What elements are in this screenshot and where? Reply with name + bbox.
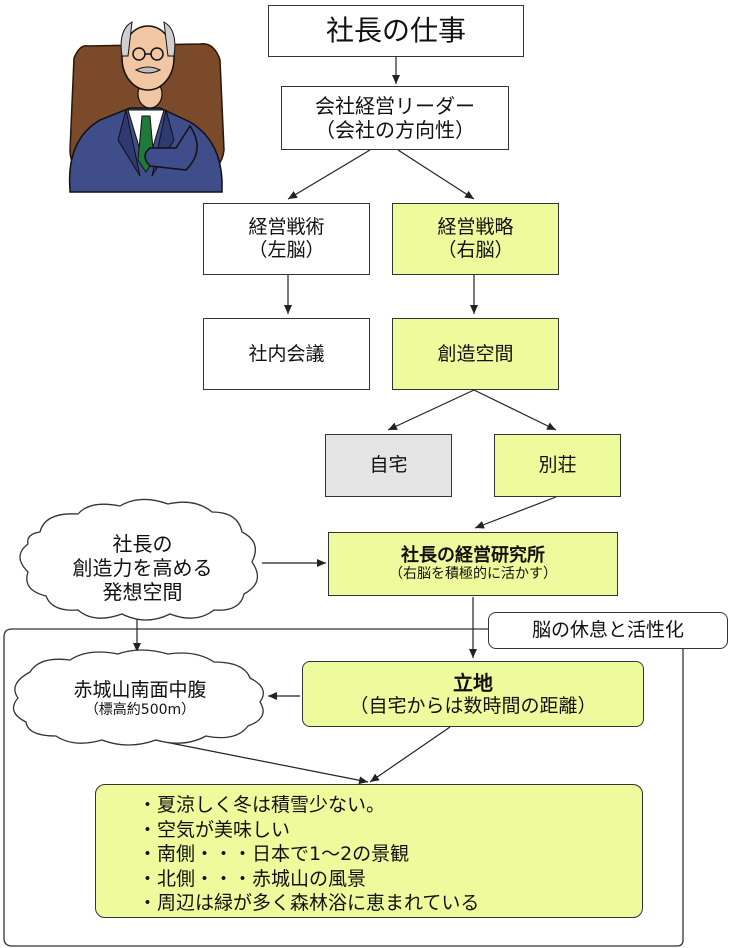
page-title: 社長の仕事 bbox=[325, 14, 466, 48]
location-box: 立地 （自宅からは数時間の距離） bbox=[302, 661, 644, 727]
arrow-creative-to-villa bbox=[473, 389, 557, 431]
leader-line2: （会社の方向性） bbox=[315, 118, 475, 142]
institute-subtitle: （右脳を積極的に活かす） bbox=[389, 566, 557, 583]
arrow-creative-to-home bbox=[387, 389, 475, 431]
feature-item: ・夏涼しく冬は積雪少ない。 bbox=[138, 794, 386, 816]
idea-cloud-shape bbox=[19, 498, 259, 621]
institute-title: 社長の経営研究所 bbox=[401, 544, 545, 566]
villa-label: 別荘 bbox=[538, 454, 577, 477]
strategy-line2: （右脳） bbox=[437, 239, 514, 261]
creative-space-box: 創造空間 bbox=[392, 318, 559, 390]
arrow-villa-to-institute bbox=[474, 496, 557, 529]
meeting-label: 社内会議 bbox=[248, 342, 325, 365]
idea-cloud-line1: 社長の bbox=[112, 532, 173, 556]
institute-box: 社長の経営研究所 （右脳を積極的に活かす） bbox=[328, 532, 618, 596]
meeting-box: 社内会議 bbox=[203, 318, 370, 390]
tactics-line2: （左脳） bbox=[248, 239, 325, 261]
leader-line1: 会社経営リーダー bbox=[315, 94, 475, 118]
location-cloud-line1: 赤城山南面中腹 bbox=[73, 679, 207, 701]
strategy-line1: 経営戦略 bbox=[437, 216, 514, 239]
arrow-cloud-to-features bbox=[149, 738, 369, 785]
president-illustration bbox=[68, 21, 225, 193]
home-label: 自宅 bbox=[369, 454, 408, 477]
idea-cloud-line3: 発想空間 bbox=[102, 580, 183, 604]
home-box: 自宅 bbox=[325, 434, 452, 497]
location-title: 立地 bbox=[453, 670, 493, 695]
arrow-leader-to-strategy bbox=[397, 149, 475, 200]
idea-cloud-line2: 創造力を高める bbox=[72, 556, 213, 580]
arrow-leader-to-tactics bbox=[287, 149, 371, 200]
location-cloud-line2: （標高約500m） bbox=[84, 701, 196, 718]
feature-item: ・北側・・・赤城山の風景 bbox=[138, 867, 367, 890]
feature-item: ・南側・・・日本で1～2の景観 bbox=[138, 843, 410, 865]
features-box: ・夏涼しく冬は積雪少ない。 ・空気が美味しい ・南側・・・日本で1～2の景観 ・… bbox=[95, 784, 643, 918]
location-cloud-shape bbox=[12, 649, 264, 746]
brain-rest-label-box: 脳の休息と活性化 bbox=[488, 612, 728, 649]
brain-rest-label: 脳の休息と活性化 bbox=[531, 619, 684, 642]
leader-box: 会社経営リーダー （会社の方向性） bbox=[281, 86, 509, 150]
villa-box: 別荘 bbox=[494, 434, 621, 497]
feature-item: ・空気が美味しい bbox=[138, 818, 291, 841]
creative-space-label: 創造空間 bbox=[437, 342, 514, 365]
arrow-location-to-features bbox=[369, 726, 451, 783]
strategy-box: 経営戦略 （右脳） bbox=[392, 203, 559, 275]
location-cloud-text: 赤城山南面中腹 （標高約500m） bbox=[30, 679, 250, 719]
idea-cloud-text: 社長の 創造力を高める 発想空間 bbox=[40, 532, 245, 604]
feature-item: ・周辺は緑が多く森林浴に恵まれている bbox=[138, 892, 480, 914]
title-box: 社長の仕事 bbox=[268, 5, 524, 57]
tactics-line1: 経営戦術 bbox=[248, 216, 325, 239]
tactics-box: 経営戦術 （左脳） bbox=[203, 203, 370, 275]
location-subtitle: （自宅からは数時間の距離） bbox=[349, 694, 597, 717]
brain-rest-frame bbox=[3, 628, 684, 947]
